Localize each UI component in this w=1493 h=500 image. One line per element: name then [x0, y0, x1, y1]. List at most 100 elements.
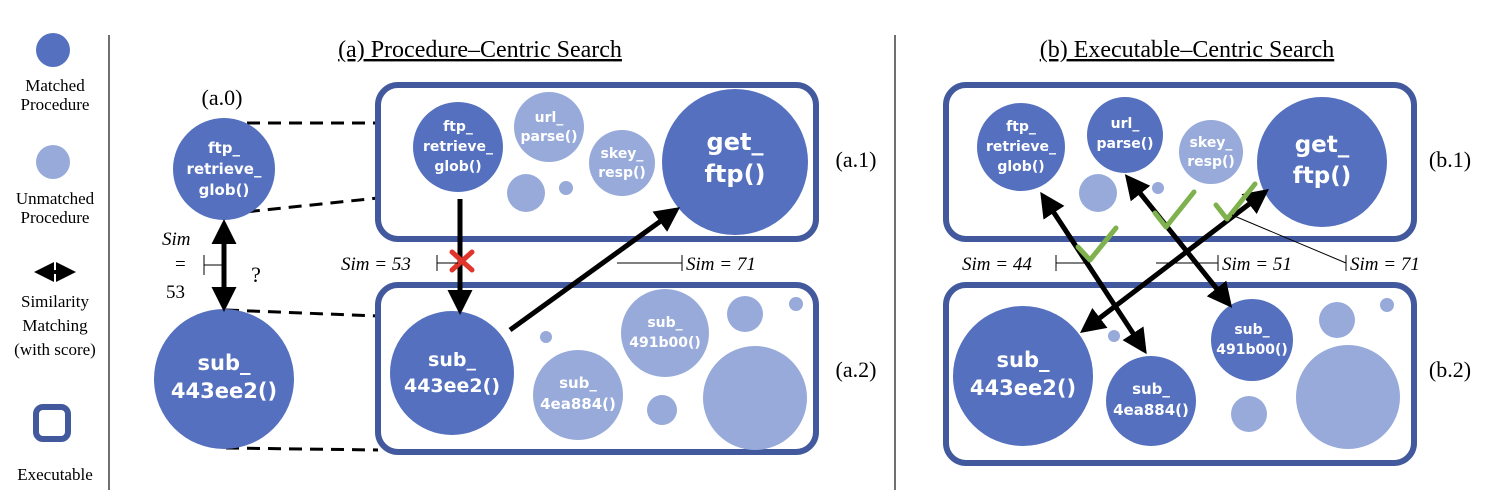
sim-label-71: Sim = 71 — [686, 254, 756, 275]
node-unlabeled — [789, 297, 803, 311]
node-skey-resp — [1179, 120, 1243, 184]
node-label: parse() — [521, 129, 578, 145]
node-label: glob() — [434, 159, 481, 175]
node-url-parse — [514, 92, 584, 162]
legend-executable-box — [33, 404, 71, 442]
legend: Matched Procedure Unmatched Procedure Si… — [14, 33, 96, 484]
node-label: glob() — [997, 159, 1044, 175]
legend-similarity-label-2: Matching — [22, 316, 88, 335]
node-sub-443ee2 — [154, 309, 294, 449]
node-label: sub_ — [997, 348, 1050, 372]
sim-label-51: Sim = 51 — [1222, 254, 1292, 275]
zoom-line — [225, 446, 379, 452]
panel-a0-tag: (a.0) — [202, 85, 243, 110]
panel-a2-tag: (a.2) — [836, 357, 877, 382]
sim-label-53: Sim = 53 — [341, 254, 411, 275]
legend-unmatched-label: Unmatched — [16, 189, 95, 208]
mismatch-cross-icon — [449, 249, 475, 273]
node-unlabeled — [507, 174, 545, 212]
panel-b1-tag: (b.1) — [1429, 147, 1471, 172]
legend-unmatched-label-2: Procedure — [21, 208, 90, 227]
node-unlabeled — [1380, 298, 1394, 312]
panel-executable-centric: (b) Executable–Centric Search (b.1) (b.2… — [943, 37, 1471, 466]
node-label: glob() — [199, 181, 250, 199]
legend-similarity-label-3: (with score) — [14, 340, 96, 359]
sim-label-44: Sim = 44 — [962, 254, 1032, 275]
node-label: skey_ — [1190, 135, 1233, 151]
node-sub-4ea884 — [1106, 356, 1196, 446]
legend-similarity-label: Similarity — [21, 292, 90, 311]
node-label: 4ea884() — [540, 395, 616, 413]
node-label: url_ — [1111, 116, 1140, 132]
node-label: resp() — [1187, 154, 1235, 170]
node-label: sub_ — [198, 351, 251, 375]
node-unlabeled — [703, 346, 807, 450]
node-label: sub_ — [647, 315, 682, 331]
node-ftp-retrieve-glob — [977, 103, 1065, 191]
node-label: 443ee2() — [171, 379, 277, 403]
node-label: get_ — [1295, 132, 1350, 158]
node-label: 443ee2() — [404, 375, 500, 397]
sim-label: Sim — [162, 229, 191, 250]
node-label: 491b00() — [629, 335, 701, 351]
panel-procedure-centric: (a) Procedure–Centric Search (a.0) (a.1)… — [154, 37, 877, 455]
node-label: url_ — [535, 110, 564, 126]
search-arrow — [508, 207, 681, 333]
node-unlabeled — [1108, 330, 1120, 342]
sim-value: 53 — [166, 282, 185, 303]
node-unlabeled — [1079, 174, 1117, 212]
executable-box-a1 — [375, 82, 819, 242]
node-label: ftp() — [1293, 163, 1352, 189]
node-label: parse() — [1097, 136, 1154, 152]
node-label: sub_ — [559, 374, 597, 392]
sim-label-71: Sim = 71 — [1350, 254, 1420, 275]
node-label: sub_ — [1234, 322, 1269, 338]
node-label: 4ea884() — [1113, 401, 1189, 419]
node-skey-resp — [589, 130, 655, 196]
legend-matched-circle — [36, 33, 70, 67]
node-unlabeled — [647, 395, 677, 425]
node-label: get_ — [707, 128, 764, 156]
panel-b-title: (b) Executable–Centric Search — [1040, 37, 1335, 63]
zoom-line — [225, 308, 379, 318]
node-sub-443ee2 — [390, 311, 514, 435]
node-label: skey_ — [601, 146, 644, 162]
node-label: ftp_ — [1006, 119, 1036, 135]
node-sub-491b00 — [1211, 299, 1293, 381]
node-url-parse — [1087, 97, 1163, 173]
sim-tick — [1231, 214, 1347, 264]
node-get-ftp — [1257, 97, 1387, 227]
node-label: sub_ — [428, 349, 476, 371]
sim-label: = — [175, 254, 186, 275]
node-label: retrieve_ — [423, 139, 493, 155]
legend-matched-label-2: Procedure — [21, 95, 90, 114]
node-unlabeled — [559, 181, 573, 195]
panel-b2-tag: (b.2) — [1429, 357, 1471, 382]
legend-unmatched-circle — [36, 145, 70, 179]
node-label: ftp_ — [208, 139, 240, 157]
node-label: 491b00() — [1216, 342, 1288, 358]
similarity-arrow — [1080, 188, 1269, 334]
node-ftp-retrieve-glob — [173, 118, 275, 220]
panel-a1-tag: (a.1) — [836, 147, 877, 172]
node-ftp-retrieve-glob — [413, 102, 503, 192]
node-label: sub_ — [1132, 380, 1170, 398]
node-unlabeled — [1231, 396, 1267, 432]
node-label: retrieve_ — [187, 160, 262, 178]
node-unlabeled — [1152, 182, 1164, 194]
check-icon — [1213, 181, 1258, 222]
node-sub-491b00 — [621, 289, 709, 377]
executable-box-a2 — [375, 282, 819, 455]
node-label: ftp_ — [443, 119, 473, 135]
legend-matched-label: Matched — [25, 76, 85, 95]
check-icon — [1075, 225, 1119, 263]
question-mark: ? — [251, 262, 261, 287]
node-get-ftp — [662, 89, 808, 235]
node-sub-4ea884 — [533, 350, 623, 440]
node-label: ftp() — [704, 160, 765, 188]
node-unlabeled — [1296, 345, 1400, 449]
panel-a-title: (a) Procedure–Centric Search — [338, 37, 622, 63]
node-label: resp() — [598, 165, 646, 181]
node-unlabeled — [540, 331, 552, 343]
node-unlabeled — [727, 296, 763, 332]
